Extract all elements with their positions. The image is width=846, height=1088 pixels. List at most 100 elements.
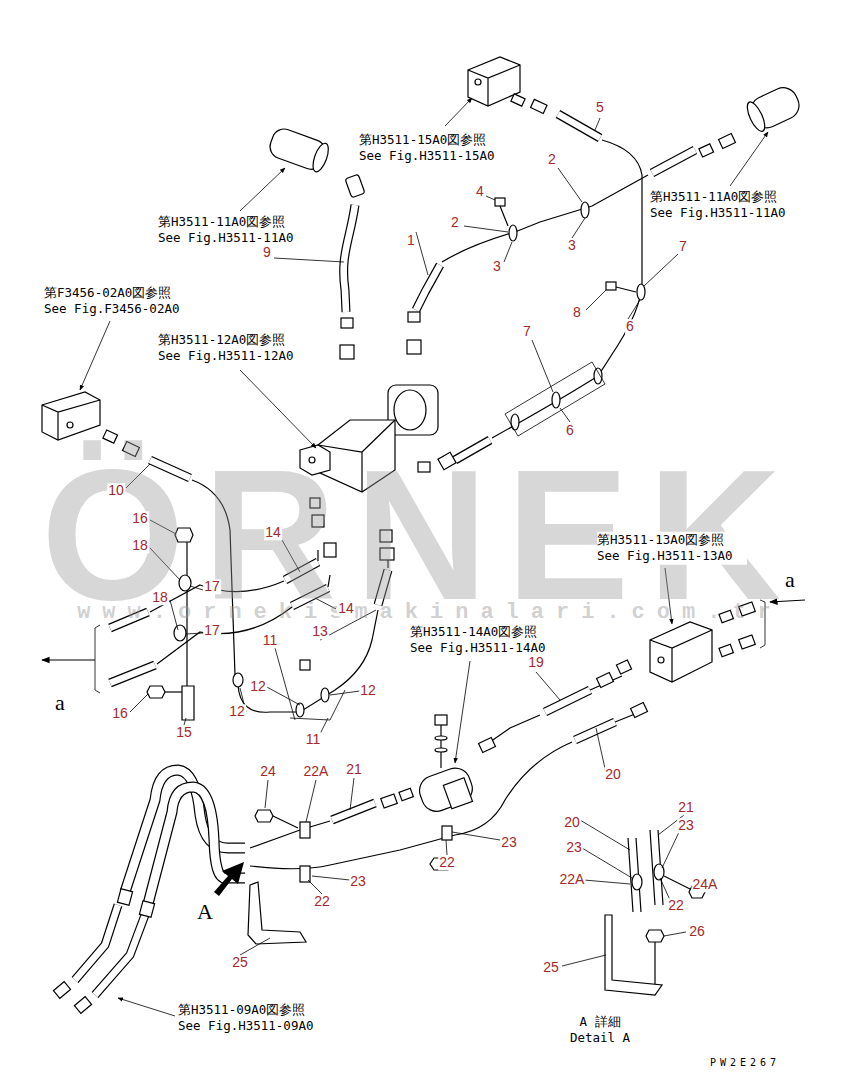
- fittings: [340, 345, 354, 359]
- top-valve-block: [531, 99, 547, 113]
- leader-lines: [664, 932, 686, 936]
- callout-number: 19: [527, 655, 545, 670]
- reference-note: 第F3456-02A0図参照 See Fig.F3456-02A0: [44, 285, 194, 318]
- clamps-and-bolts: [321, 688, 329, 702]
- hoses: [110, 665, 155, 683]
- clamps-and-bolts: [147, 686, 165, 698]
- components: [415, 764, 476, 816]
- hoses: [545, 690, 590, 712]
- callout-number: 22A: [303, 764, 330, 779]
- clamps-and-bolts: [300, 866, 310, 882]
- watermark-url: www.ornekismakinalari.com.tr: [77, 600, 783, 625]
- fittings: [407, 340, 421, 354]
- callout-number: 3: [567, 238, 577, 253]
- callout-number: 26: [688, 924, 706, 939]
- reference-note: 第H3511-12A0図参照 See Fig.H3511-12A0: [158, 332, 308, 365]
- leader-lines: [275, 648, 295, 720]
- reference-arrows: [118, 998, 175, 1016]
- detail-a: [650, 830, 663, 905]
- components: [42, 392, 100, 440]
- hoses: [652, 150, 695, 173]
- detail-title: A 詳細 Detail A: [564, 1014, 636, 1047]
- hoses: [95, 915, 145, 995]
- callout-number: 20: [604, 767, 622, 782]
- leader-lines: [586, 290, 606, 310]
- hoses: [416, 265, 440, 310]
- callout-number: 6: [625, 319, 635, 334]
- clamps-and-bolts: [581, 202, 589, 218]
- reference-note: 第H3511-13A0図参照 See Fig.H3511-13A0: [597, 532, 747, 565]
- callout-number: 17: [203, 623, 221, 638]
- brackets: [95, 625, 100, 693]
- callout-number: 4: [475, 184, 485, 199]
- leader-lines: [595, 118, 600, 130]
- leader-lines: [274, 258, 344, 262]
- leader-lines: [416, 232, 428, 275]
- top-valve-block: [468, 57, 547, 113]
- hoses: [75, 905, 118, 980]
- leader-lines: [186, 633, 203, 634]
- leader-lines: [662, 830, 680, 868]
- callout-number: 6: [565, 423, 575, 438]
- callout-number: 7: [678, 239, 688, 254]
- reference-arrows: [240, 168, 285, 211]
- hoses: [652, 150, 695, 173]
- callout-number: 22: [667, 898, 685, 913]
- callout-number: 22: [438, 855, 456, 870]
- clamps-and-bolts: [552, 392, 560, 408]
- clamps-and-bolts: [442, 826, 452, 840]
- leader-lines: [628, 300, 640, 319]
- pipe-lines: [148, 787, 245, 904]
- fittings: [139, 901, 154, 918]
- brackets: [95, 600, 765, 995]
- detail-a: [646, 930, 664, 942]
- leader-lines: [240, 938, 270, 955]
- callout-number: 23: [349, 874, 367, 889]
- fittings: [345, 174, 365, 198]
- fittings: [381, 794, 398, 808]
- leader-lines: [312, 876, 350, 880]
- leader-lines: [464, 226, 508, 232]
- callout-number: 18: [131, 538, 149, 553]
- clamps-and-bolts: [616, 287, 636, 292]
- clamps-and-bolts: [505, 362, 605, 436]
- components: [267, 126, 332, 174]
- leader-lines: [580, 820, 630, 850]
- hoses: [558, 114, 600, 138]
- callout-number: 1: [406, 233, 416, 248]
- pipe-lines: [250, 835, 455, 869]
- clamps-and-bolts: [606, 282, 616, 290]
- hoses: [75, 905, 118, 980]
- components: [435, 748, 447, 752]
- fittings: [631, 703, 648, 718]
- clamps-and-bolts: [300, 660, 310, 670]
- pipe-lines: [442, 175, 648, 262]
- leader-lines: [536, 672, 560, 700]
- callout-number: 16: [111, 706, 129, 721]
- components: [435, 736, 447, 740]
- components: [42, 400, 100, 440]
- detail-a: [628, 830, 705, 984]
- pipe-lines: [250, 821, 330, 848]
- reference-note: 第H3511-09A0図参照 See Fig.H3511-09A0: [178, 1002, 328, 1035]
- clamps-and-bolts: [511, 414, 519, 430]
- brackets: [605, 915, 662, 995]
- components: [658, 657, 664, 663]
- pipe-lines: [490, 715, 540, 742]
- callout-number: 23: [500, 835, 518, 850]
- fittings: [699, 144, 714, 157]
- callout-number: 13: [311, 624, 329, 639]
- leader-lines: [446, 840, 447, 855]
- fittings: [616, 660, 631, 674]
- detail-a: [628, 838, 641, 912]
- clamps-and-bolts: [233, 673, 243, 687]
- hoses: [575, 722, 615, 740]
- callout-number: 17: [203, 579, 221, 594]
- callout-number: 2: [547, 152, 557, 167]
- fittings: [74, 997, 91, 1014]
- clamps-and-bolts: [594, 368, 602, 384]
- reference-arrows: [730, 132, 768, 186]
- leader-lines: [184, 718, 186, 725]
- view-letter: a: [783, 569, 797, 591]
- components: [650, 630, 712, 682]
